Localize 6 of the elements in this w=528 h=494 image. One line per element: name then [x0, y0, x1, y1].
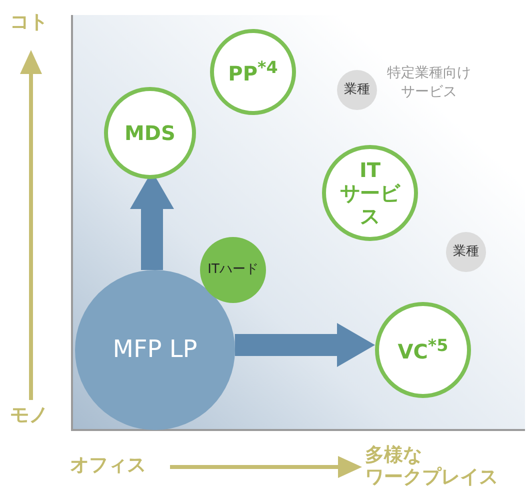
- note-text: 特定業種向けサービス: [386, 64, 472, 102]
- arrow: [234, 323, 375, 367]
- axis-label: 多様なワークプレイス: [365, 445, 499, 489]
- axis-label: オフィス: [70, 455, 146, 477]
- axis-label: コト: [10, 12, 48, 34]
- axis-label: モノ: [10, 405, 48, 427]
